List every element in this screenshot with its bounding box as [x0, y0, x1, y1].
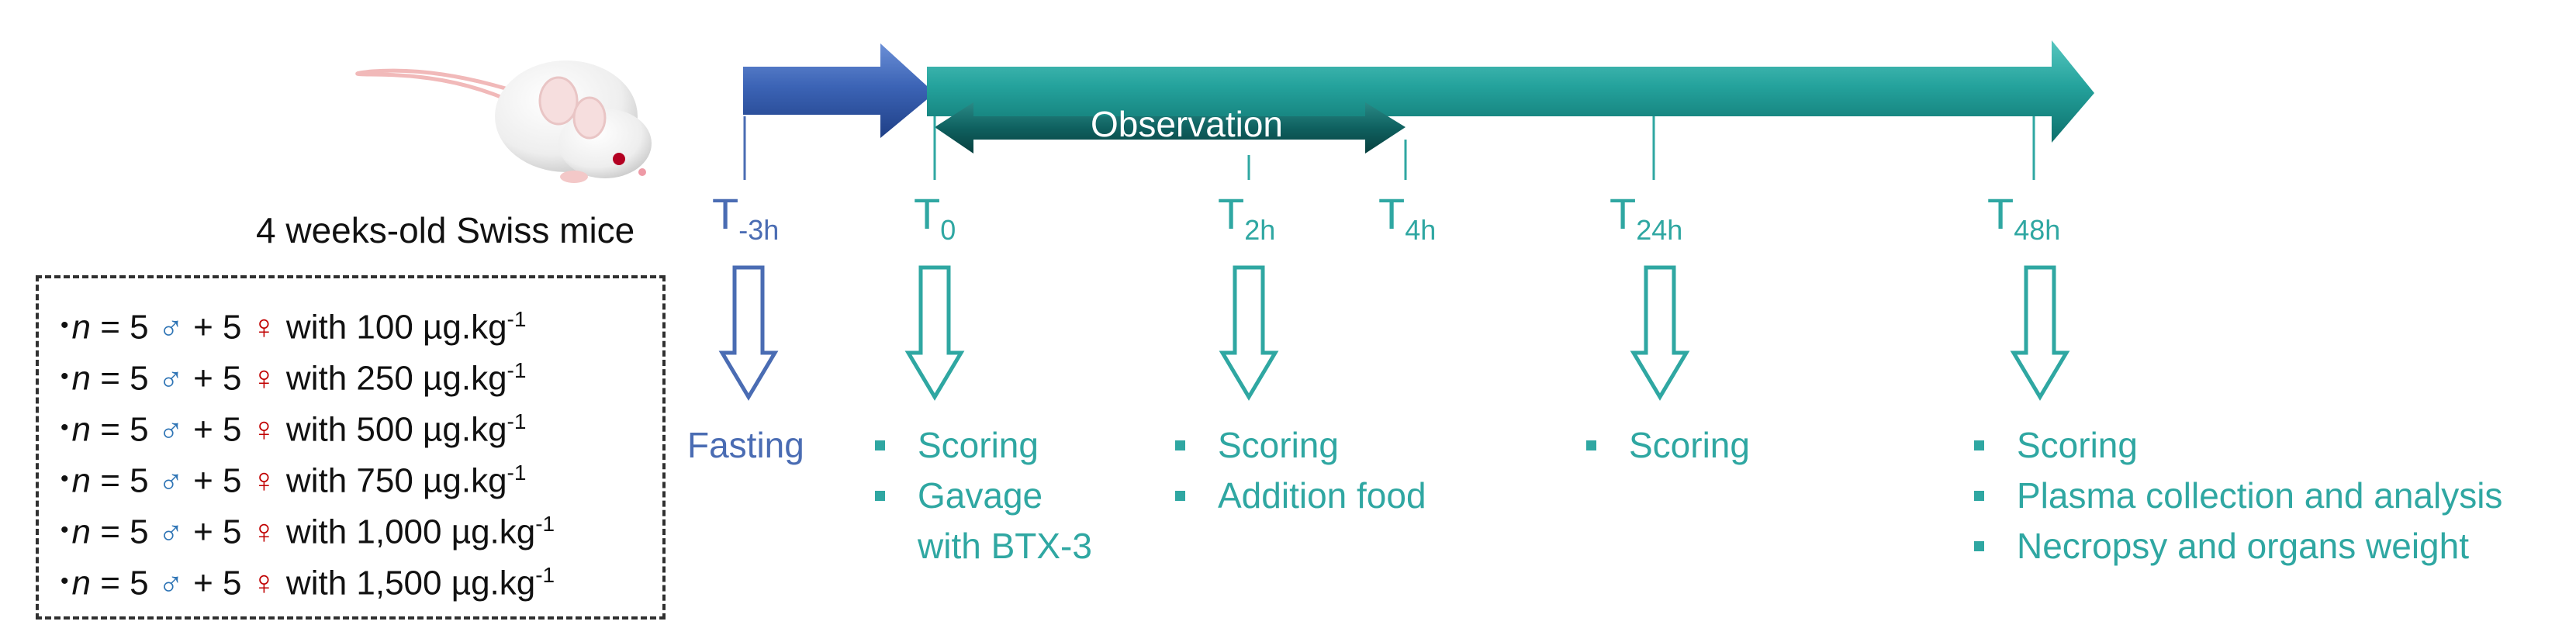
down-arrow-icon [1219, 265, 1279, 401]
action-bullet: Addition food [1218, 475, 1426, 516]
action-text: Fasting [687, 425, 804, 465]
bullet-square-icon [1175, 491, 1185, 501]
action-bullet: Gavage [918, 475, 1043, 516]
action-bullet: Scoring [2017, 425, 2138, 465]
dose-row: •n = 5 ♂ + 5 ♀ with 500 µg.kg-1 [61, 409, 527, 449]
mouse-tail [355, 68, 517, 105]
down-arrow-icon [718, 265, 779, 401]
bullet-square-icon [1586, 440, 1596, 450]
action-bullet: Scoring [1218, 425, 1339, 465]
bullet-square-icon [1974, 541, 1984, 551]
dose-row: •n = 5 ♂ + 5 ♀ with 750 µg.kg-1 [61, 461, 527, 500]
mouse-eye [613, 153, 625, 165]
bullet-square-icon [1175, 440, 1185, 450]
timepoint-label: T24h [1610, 189, 1682, 246]
bullet-square-icon [875, 440, 885, 450]
action-bullet: with BTX-3 [917, 526, 1092, 566]
dose-row: •n = 5 ♂ + 5 ♀ with 100 µg.kg-1 [61, 307, 527, 347]
mouse-illustration [355, 60, 652, 183]
observation-arrow [935, 102, 1406, 154]
down-arrow-icon [1630, 265, 1690, 401]
bullet-square-icon [1974, 440, 1984, 450]
dose-row: •n = 5 ♂ + 5 ♀ with 1,000 µg.kg-1 [61, 512, 555, 551]
action-bullet: Scoring [918, 425, 1039, 465]
down-arrow-icon [904, 265, 965, 401]
dose-box: •n = 5 ♂ + 5 ♀ with 100 µg.kg-1 •n = 5 ♂ … [36, 275, 666, 620]
bullet-square-icon [875, 491, 885, 501]
bullet-square-icon [1974, 491, 1984, 501]
down-arrows [718, 265, 2070, 401]
phase-label: Observation [1091, 104, 1283, 144]
fasting-arrow [743, 43, 935, 138]
timepoint-label: T0 [914, 189, 956, 246]
dose-row: •n = 5 ♂ + 5 ♀ with 1,500 µg.kg-1 [61, 563, 555, 602]
action-bullet: Scoring [1629, 425, 1750, 465]
timeline-ticks [743, 116, 2035, 180]
main-timeline-arrow [927, 40, 2094, 143]
action-bullet: Plasma collection and analysis [2017, 475, 2502, 516]
timepoint-label: T48h [1987, 189, 2060, 246]
timepoint-label: T2h [1218, 189, 1275, 246]
dose-row: •n = 5 ♂ + 5 ♀ with 250 µg.kg-1 [61, 358, 527, 398]
action-bullet: Necropsy and organs weight [2017, 526, 2469, 566]
timepoint-label: T-3h [712, 189, 779, 246]
mouse-label: 4 weeks-old Swiss mice [256, 210, 635, 250]
timepoint-labels: T-3h T0 T2h T4h T24h T48h [712, 189, 2060, 246]
down-arrow-icon [2010, 265, 2070, 401]
timepoint-label: T4h [1378, 189, 1436, 246]
